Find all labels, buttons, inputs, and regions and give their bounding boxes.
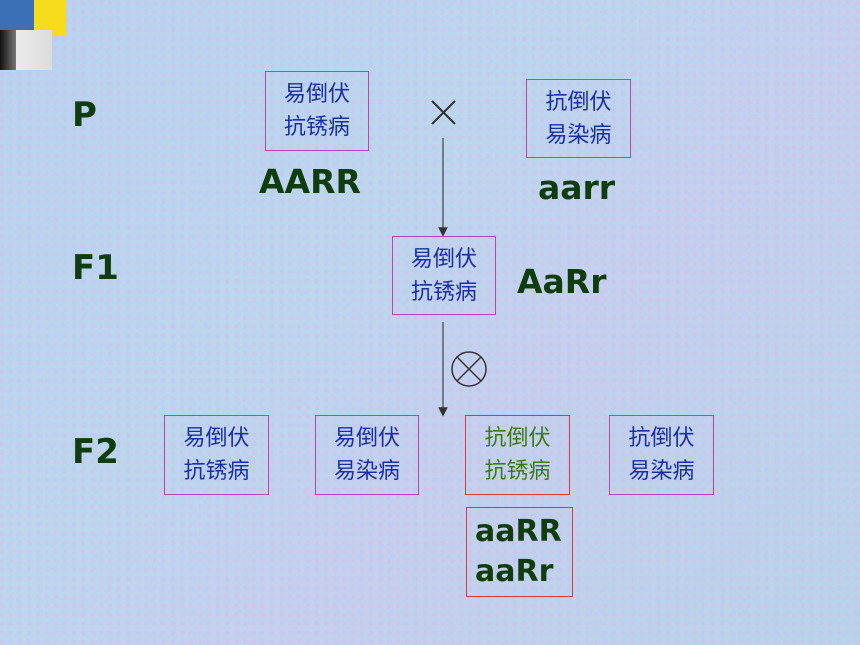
generation-label-f1: F1	[72, 248, 119, 288]
f2-phenotype-box-2: 易倒伏 易染病	[315, 415, 419, 495]
f2-target-genotype-2: aaRr	[475, 554, 554, 589]
p-left-trait-1: 易倒伏	[283, 82, 350, 107]
f2-3-trait-2: 抗锈病	[484, 459, 551, 484]
p-right-trait-2: 易染病	[545, 123, 612, 148]
f2-2-trait-2: 易染病	[333, 459, 400, 484]
f2-target-genotype-box: aaRR aaRr	[466, 507, 573, 597]
f2-phenotype-box-3-target: 抗倒伏 抗锈病	[465, 415, 570, 495]
f1-genotype: AaRr	[517, 262, 607, 301]
f1-trait-1: 易倒伏	[410, 247, 477, 272]
p-right-genotype: aarr	[538, 168, 616, 207]
p-left-phenotype-box: 易倒伏 抗锈病	[265, 71, 369, 151]
p-left-genotype: AARR	[259, 162, 361, 201]
corner-decoration-blue	[0, 0, 34, 34]
p-right-phenotype-box: 抗倒伏 易染病	[526, 79, 631, 158]
f1-trait-2: 抗锈病	[410, 280, 477, 305]
f2-2-trait-1: 易倒伏	[333, 426, 400, 451]
f1-phenotype-box: 易倒伏 抗锈病	[392, 236, 496, 315]
corner-decoration-black	[0, 30, 16, 70]
generation-label-f2: F2	[72, 432, 119, 472]
f2-4-trait-1: 抗倒伏	[628, 426, 695, 451]
f2-1-trait-1: 易倒伏	[183, 426, 250, 451]
f2-phenotype-box-4: 抗倒伏 易染病	[609, 415, 714, 495]
generation-label-p: P	[72, 95, 97, 135]
p-right-trait-1: 抗倒伏	[545, 90, 612, 115]
f2-1-trait-2: 抗锈病	[183, 459, 250, 484]
cross-icon	[431, 100, 456, 125]
p-left-trait-2: 抗锈病	[283, 115, 350, 140]
f2-target-genotype-1: aaRR	[475, 514, 562, 549]
f2-phenotype-box-1: 易倒伏 抗锈病	[164, 415, 269, 495]
f2-4-trait-2: 易染病	[628, 459, 695, 484]
selfing-icon	[451, 351, 487, 387]
f2-3-trait-1: 抗倒伏	[484, 426, 551, 451]
